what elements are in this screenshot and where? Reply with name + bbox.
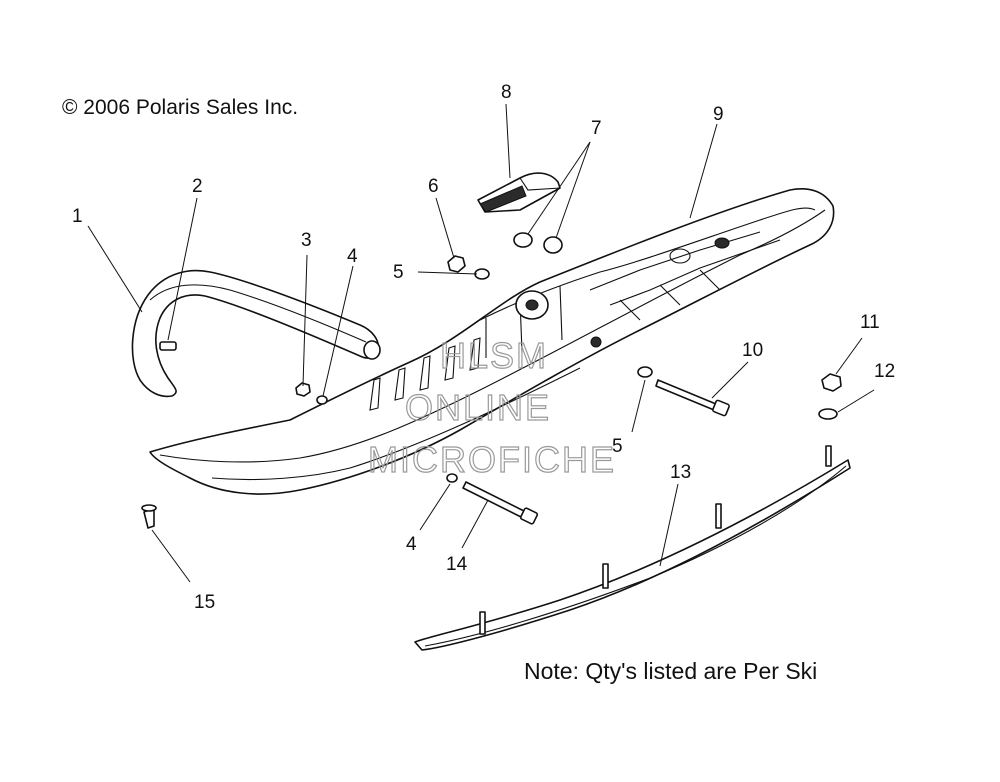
ski-handle bbox=[131, 269, 381, 398]
wear-bar-stud-1 bbox=[479, 611, 486, 635]
callout-labels: 1 2 3 4 4 5 5 6 7 8 9 10 11 12 13 14 15 bbox=[72, 82, 895, 613]
copyright-text: © 2006 Polaris Sales Inc. bbox=[62, 96, 299, 119]
nut-6 bbox=[447, 255, 466, 273]
washer-5-lower bbox=[637, 366, 653, 378]
callout-5-lower: 5 bbox=[612, 436, 623, 457]
wear-bar-stud-4 bbox=[825, 445, 832, 467]
callout-2: 2 bbox=[192, 176, 203, 197]
watermark-line-1: HLSM bbox=[440, 335, 548, 376]
ski-body bbox=[149, 188, 835, 495]
callout-4-lower: 4 bbox=[406, 534, 417, 555]
wear-bar-stud-2 bbox=[602, 563, 609, 589]
wear-bar-13 bbox=[414, 445, 851, 651]
watermark-line-3: MICROFICHE bbox=[368, 439, 616, 480]
callout-1: 1 bbox=[72, 206, 83, 227]
callout-5-upper: 5 bbox=[393, 262, 404, 283]
callout-8: 8 bbox=[501, 82, 512, 103]
callout-11: 11 bbox=[860, 312, 880, 333]
callout-14: 14 bbox=[446, 554, 468, 575]
callout-4-upper: 4 bbox=[347, 246, 358, 267]
callout-10: 10 bbox=[742, 340, 763, 361]
washer-5-upper bbox=[474, 268, 490, 280]
bolt-14 bbox=[462, 481, 539, 525]
callout-12: 12 bbox=[874, 361, 895, 382]
quantity-note: Note: Qty's listed are Per Ski bbox=[524, 658, 818, 684]
leader-lines bbox=[87, 103, 875, 583]
washer-4-upper bbox=[316, 395, 328, 405]
wear-bar-stud-3 bbox=[715, 503, 722, 529]
wear-block-8 bbox=[477, 172, 561, 213]
callout-15: 15 bbox=[194, 592, 215, 613]
callout-7: 7 bbox=[591, 118, 602, 139]
bushing-7-right bbox=[543, 236, 563, 254]
callout-9: 9 bbox=[713, 104, 724, 125]
washer-4-lower bbox=[446, 473, 458, 483]
bushing-7-left bbox=[513, 232, 533, 248]
callout-13: 13 bbox=[670, 462, 691, 483]
washer-12 bbox=[818, 408, 838, 420]
watermark-line-2: ONLINE bbox=[405, 387, 551, 428]
screw-2 bbox=[159, 341, 177, 351]
callout-6: 6 bbox=[428, 176, 439, 197]
nut-3 bbox=[295, 382, 311, 397]
bolt-10 bbox=[655, 379, 730, 417]
nut-11 bbox=[821, 373, 842, 392]
rivet-15 bbox=[141, 504, 157, 529]
watermark: HLSM ONLINE MICROFICHE bbox=[367, 334, 616, 480]
callout-3: 3 bbox=[301, 230, 312, 251]
